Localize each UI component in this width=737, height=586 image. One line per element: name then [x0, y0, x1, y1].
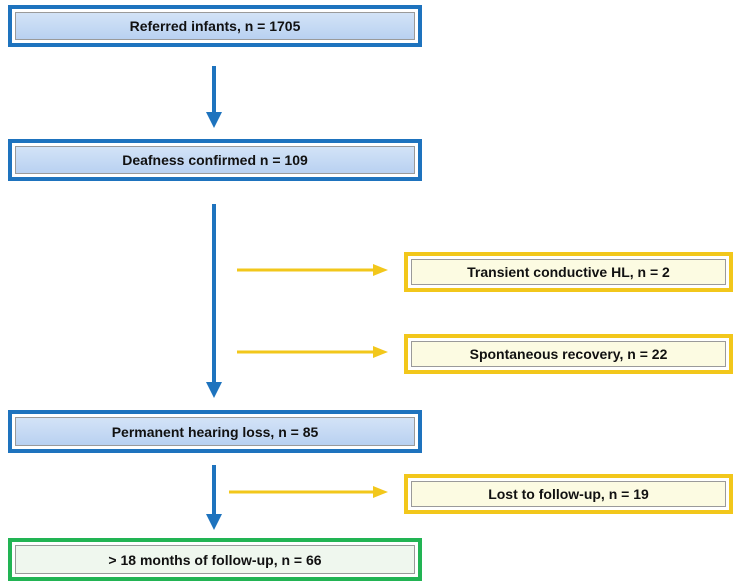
- permanent-hearing-loss-label: Permanent hearing loss, n = 85: [15, 417, 415, 446]
- permanent-hearing-loss-box: Permanent hearing loss, n = 85: [8, 410, 422, 453]
- long-followup-box: > 18 months of follow-up, n = 66: [8, 538, 422, 581]
- transient-conductive-label: Transient conductive HL, n = 2: [411, 259, 726, 285]
- deafness-confirmed-label: Deafness confirmed n = 109: [15, 146, 415, 174]
- lost-to-followup-label: Lost to follow-up, n = 19: [411, 481, 726, 507]
- long-followup-label: > 18 months of follow-up, n = 66: [15, 545, 415, 574]
- lost-to-followup-box: Lost to follow-up, n = 19: [404, 474, 733, 514]
- referred-infants-label: Referred infants, n = 1705: [15, 12, 415, 40]
- deafness-confirmed-box: Deafness confirmed n = 109: [8, 139, 422, 181]
- referred-infants-box: Referred infants, n = 1705: [8, 5, 422, 47]
- spontaneous-recovery-box: Spontaneous recovery, n = 22: [404, 334, 733, 374]
- spontaneous-recovery-label: Spontaneous recovery, n = 22: [411, 341, 726, 367]
- transient-conductive-box: Transient conductive HL, n = 2: [404, 252, 733, 292]
